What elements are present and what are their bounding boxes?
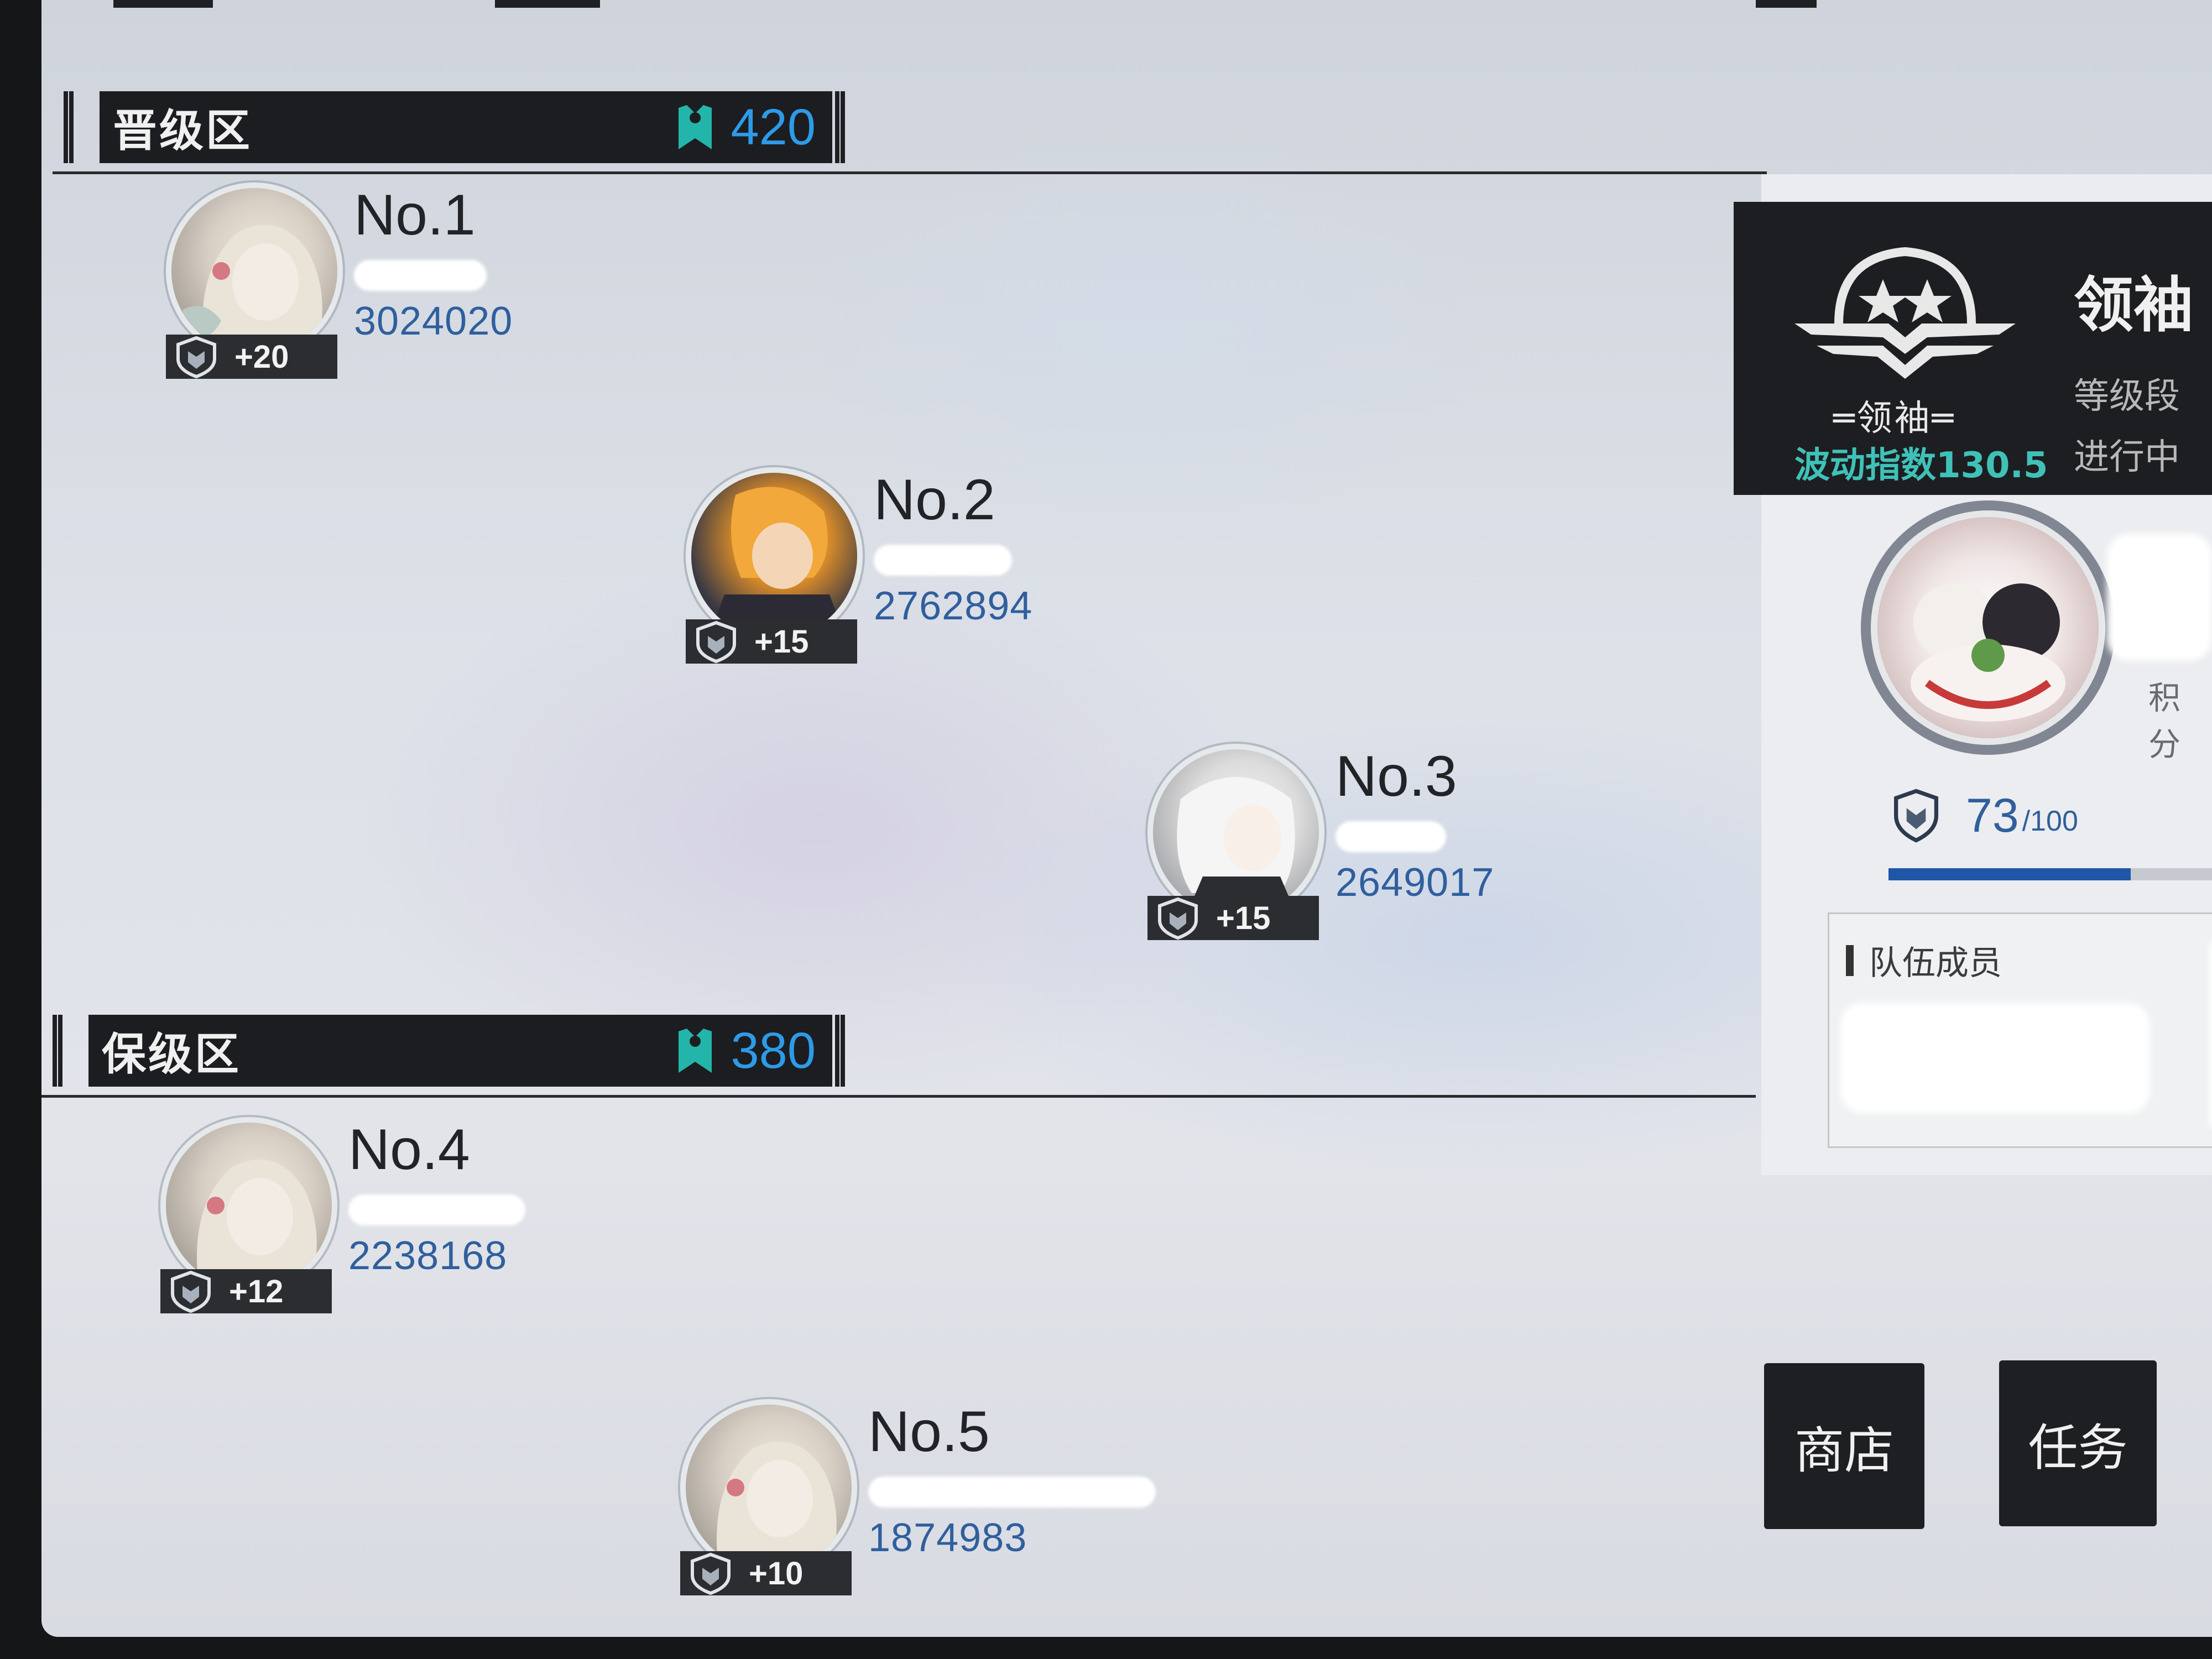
- character-portrait-icon: [1177, 777, 1297, 915]
- shield-icon: [176, 336, 216, 379]
- player-avatar[interactable]: [691, 473, 857, 639]
- player-name-redacted: [354, 260, 487, 291]
- bonus-value: +20: [234, 338, 289, 375]
- level-max: /100: [2022, 805, 2078, 837]
- bonus-value: +15: [754, 623, 809, 660]
- redacted-member-names: [1840, 1003, 2150, 1113]
- shield-icon: [171, 1270, 211, 1313]
- character-portrait-icon: [197, 1159, 317, 1288]
- redacted-member-names: [2209, 937, 2212, 1131]
- rank-entry[interactable]: +15 No.2 2762894: [686, 468, 1183, 683]
- zone-line: [53, 171, 1767, 174]
- relegation-zone-header: 保级区 380: [41, 1015, 1756, 1098]
- zone-divider-bars: [53, 1015, 62, 1087]
- shield-icon: [696, 620, 736, 664]
- player-score: 2238168: [348, 1234, 508, 1278]
- player-name-redacted: [1335, 821, 1446, 852]
- rank-entry[interactable]: +20 No.1 3024020: [166, 183, 664, 398]
- character-portrait-icon: [717, 1441, 837, 1571]
- rank-number: No.4: [348, 1118, 470, 1182]
- team-members-box[interactable]: 队伍成员: [1828, 912, 2212, 1148]
- level-progress-bar: [1888, 868, 2212, 880]
- team-score-label: 积分: [2148, 679, 2181, 763]
- player-avatar[interactable]: [171, 188, 337, 354]
- rank-entry[interactable]: +10 No.5 1874983: [680, 1400, 1178, 1615]
- player-name-redacted: [348, 1194, 525, 1225]
- player-score: 2649017: [1335, 860, 1495, 905]
- player-name-redacted: [874, 545, 1012, 576]
- shield-icon: [1894, 789, 1938, 843]
- leader-rank-emblem-icon: [1794, 247, 2016, 379]
- shield-icon: [1158, 897, 1198, 940]
- redacted-team-name: [2107, 534, 2212, 661]
- player-score: 3024020: [354, 299, 513, 343]
- shield-icon: [691, 1552, 731, 1595]
- character-portrait-icon: [182, 225, 322, 354]
- members-label-text: 队伍成员: [1869, 944, 2002, 983]
- bonus-badge: +15: [686, 619, 857, 664]
- status-label: 进行中: [2074, 437, 2180, 478]
- fluctuation-index: 波动指数130.5: [1794, 445, 2048, 486]
- game-screen: 晋级区 420 +2: [41, 0, 2212, 1637]
- team-rank-title: 领袖: [2074, 271, 2194, 340]
- team-avatar[interactable]: [1877, 517, 2099, 738]
- team-emblem-icon: [1911, 583, 2065, 722]
- zone-points: 380: [676, 1015, 816, 1087]
- top-tab-stub[interactable]: [113, 0, 213, 8]
- rank-entry[interactable]: +12 No.4 2238168: [160, 1118, 658, 1333]
- bonus-badge: +15: [1147, 896, 1319, 940]
- team-rank-header: ═领袖═ 波动指数130.5 领袖 等级段 进行中: [1734, 202, 2212, 495]
- flag-icon: [678, 105, 712, 149]
- player-score: 1874983: [868, 1516, 1027, 1560]
- zone-points-value: 420: [731, 98, 816, 155]
- rank-number: No.5: [868, 1400, 990, 1464]
- bonus-badge: +20: [166, 335, 337, 379]
- flag-icon: [678, 1029, 712, 1073]
- zone-divider-bars: [835, 1015, 845, 1087]
- zone-name: 保级区: [102, 1029, 241, 1080]
- zone-name: 晋级区: [113, 105, 252, 156]
- player-name-redacted: [868, 1477, 1156, 1507]
- shop-button[interactable]: 商店: [1764, 1363, 1924, 1529]
- zone-points: 420: [676, 91, 816, 163]
- zone-plate: 保级区 380: [88, 1015, 832, 1087]
- members-label: 队伍成员: [1846, 936, 2002, 984]
- level-progress-fill: [1888, 868, 2131, 880]
- zone-points-value: 380: [731, 1022, 816, 1079]
- bonus-badge: +10: [680, 1551, 852, 1595]
- bonus-value: +15: [1216, 900, 1271, 936]
- rank-entry[interactable]: +15 No.3 2649017: [1147, 744, 1645, 959]
- bonus-value: +12: [229, 1273, 284, 1310]
- player-avatar[interactable]: [1153, 749, 1319, 915]
- zone-plate: 晋级区 420: [100, 91, 832, 163]
- rank-number: No.1: [354, 183, 476, 247]
- rank-number: No.2: [874, 468, 995, 532]
- player-avatar[interactable]: [166, 1123, 332, 1288]
- bonus-value: +10: [749, 1555, 804, 1592]
- team-rank-name: ═领袖═: [1833, 398, 1956, 439]
- tier-label: 等级段: [2074, 376, 2180, 417]
- level-current: 73: [1966, 789, 2019, 842]
- character-portrait-icon: [708, 487, 846, 639]
- promotion-zone-header: 晋级区 420: [41, 91, 1767, 174]
- tasks-button[interactable]: 任务: [1999, 1360, 2157, 1526]
- top-tab-stub[interactable]: [495, 0, 600, 8]
- rank-number: No.3: [1335, 744, 1457, 808]
- label-mark: [1846, 945, 1854, 976]
- zone-line: [41, 1095, 1756, 1098]
- team-level: 73 /100: [1888, 788, 2078, 843]
- zone-divider-bars: [64, 91, 74, 163]
- player-avatar[interactable]: [686, 1405, 852, 1571]
- player-score: 2762894: [874, 584, 1033, 628]
- team-info-panel: ═领袖═ 波动指数130.5 领袖 等级段 进行中 积分 1 73 /10: [1734, 174, 2212, 1175]
- top-tab-stub[interactable]: [1756, 0, 1817, 8]
- bonus-badge: +12: [160, 1269, 332, 1313]
- zone-divider-bars: [835, 91, 845, 163]
